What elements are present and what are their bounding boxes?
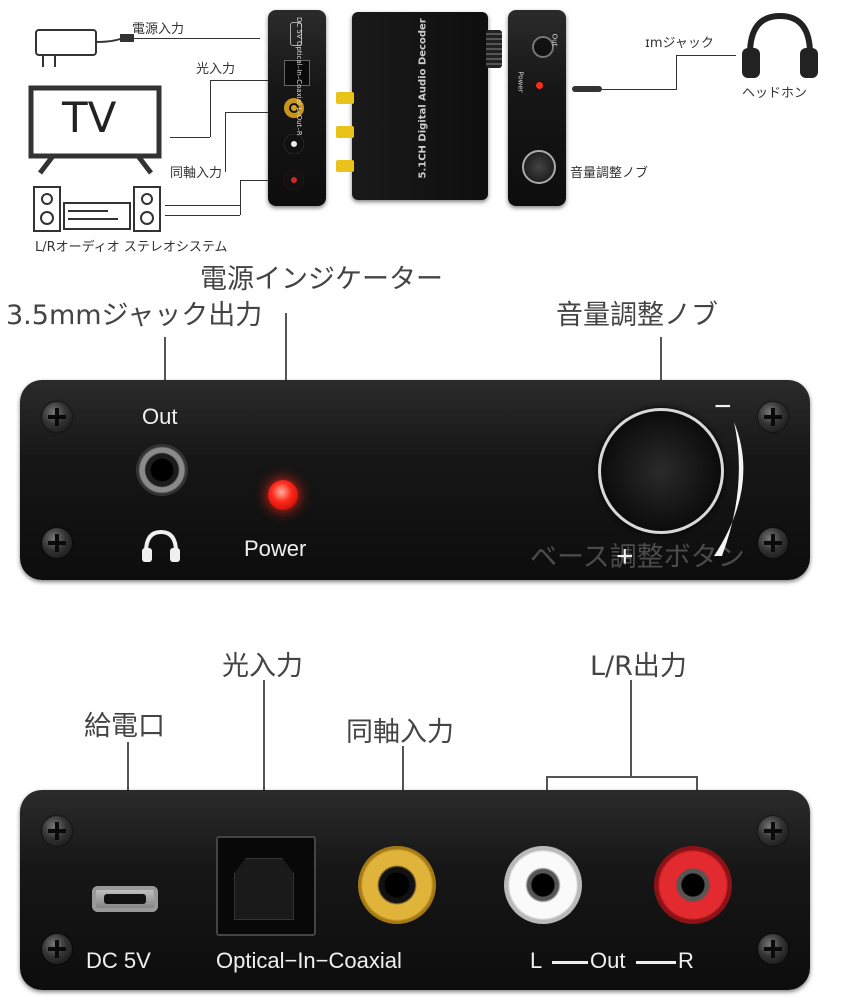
back-panel: DC 5V Optical−In−Coaxial L Out R (20, 790, 810, 990)
indicator-callout: 電源インジケーター (200, 264, 443, 295)
power-input-label: 電源入力 (132, 22, 185, 37)
stereo-system-label: L/Rオーディオ ステレオシステム (35, 240, 228, 255)
stereo-cable-line (165, 205, 240, 206)
headphone-plug (572, 86, 602, 92)
minus-sign: − (714, 390, 732, 423)
dc-power-port-inner (104, 894, 146, 904)
power-led (268, 480, 298, 510)
headphone-jack-label: ɪmジャック (645, 36, 714, 51)
left-out-jack (504, 846, 582, 924)
screw-icon (42, 816, 72, 846)
optical-callout: 光入力 (222, 651, 303, 682)
coax-cable-line (225, 112, 226, 172)
mini-coax-jack (284, 98, 304, 118)
lr-callout: L/R出力 (590, 651, 687, 682)
volume-knob[interactable] (598, 408, 724, 534)
mini-rca-plug-2 (336, 126, 354, 138)
tv-icon (28, 85, 162, 175)
headphone-jack (136, 444, 188, 496)
mini-dc-port (290, 22, 302, 46)
l-label: L (530, 948, 543, 973)
mini-front-out: Out (550, 33, 559, 47)
right-out-jack (654, 846, 732, 924)
power-cable-line (120, 38, 260, 39)
out-label: Out (142, 404, 178, 429)
dc-label: DC 5V (86, 948, 151, 973)
jack-callout: 3.5mmジャック出力 (6, 300, 263, 331)
screw-icon (42, 402, 72, 432)
optical-cable-line (170, 137, 210, 138)
optical-pointer (263, 680, 265, 858)
front-panel: Out Power − + ベース調整ボタン (20, 380, 810, 580)
plus-sign: + (616, 540, 634, 573)
mini-back-panel: DC 5V Optical–In–Coaxial L–Out–R (268, 10, 326, 206)
screw-icon (758, 934, 788, 964)
power-adapter-icon (35, 29, 134, 67)
lr-bracket (546, 776, 698, 778)
optical-port-shutter (234, 858, 294, 920)
optical-input-label: 光入力 (196, 62, 236, 77)
power-port-callout: 給電口 (84, 711, 165, 742)
headphone-cable (602, 89, 677, 90)
stereo-cable-line-4 (240, 180, 270, 181)
coax-cable-line-2 (225, 112, 270, 113)
watermark-text: ベース調整ボタン (530, 542, 745, 573)
coaxial-input-label: 同軸入力 (170, 166, 223, 181)
coaxial-callout: 同軸入力 (346, 717, 454, 748)
coaxial-jack (358, 846, 436, 924)
screw-icon (758, 528, 788, 558)
mini-side-knob (486, 30, 502, 68)
stereo-cable-line-3 (240, 180, 241, 215)
front-panel-section: 電源インジケーター 3.5mmジャック出力 音量調整ノブ Out Power −… (0, 255, 860, 595)
lr-pointer (630, 680, 632, 776)
mini-rca-plug-3 (336, 160, 354, 172)
headphone-cable-3 (676, 55, 736, 56)
mini-device-title: 5.1CH Digital Audio Decoder (417, 18, 429, 179)
mini-left-jack (284, 134, 304, 154)
screw-icon (758, 816, 788, 846)
mini-front-panel: Out Power (508, 10, 566, 206)
r-label: R (678, 948, 694, 973)
mini-device-side: 5.1CH Digital Audio Decoder (352, 12, 488, 200)
stereo-system-icon (33, 186, 161, 232)
stereo-cable-line-2 (165, 215, 240, 216)
mini-led (536, 82, 543, 89)
back-panel-section: 光入力 L/R出力 給電口 同軸入力 DC 5V Optical−In−Coax… (0, 620, 860, 1000)
out-label: Out (590, 948, 626, 973)
screw-icon (758, 402, 788, 432)
knob-callout: 音量調整ノブ (556, 300, 718, 331)
headphone-icon (742, 12, 818, 78)
mini-volume-label: 音量調整ノブ (570, 166, 649, 181)
headphone-cable-2 (676, 55, 677, 90)
connection-diagram: 電源入力 TV 光入力 同軸入力 L/Rオーディオ ステレオシステム DC 5V… (0, 0, 860, 255)
mini-rca-plug-1 (336, 92, 354, 104)
mini-front-power: Power (516, 71, 525, 93)
optical-cable-line-3 (210, 80, 270, 81)
optical-cable-line-2 (210, 80, 211, 137)
tv-text: TV (62, 93, 117, 142)
l-out-line (552, 961, 588, 964)
mini-optical-port (284, 60, 310, 86)
mini-right-jack (284, 170, 304, 190)
mini-headphone-jack (532, 36, 554, 58)
out-r-line (636, 961, 676, 964)
headphone-icon (142, 529, 180, 562)
power-label: Power (244, 536, 307, 561)
headphone-label: ヘッドホン (742, 86, 808, 101)
mini-knob (522, 150, 556, 184)
mini-back-text: DC 5V Optical–In–Coaxial L–Out–R (295, 17, 303, 136)
screw-icon (42, 934, 72, 964)
optical-coaxial-label: Optical−In−Coaxial (216, 948, 402, 973)
screw-icon (42, 528, 72, 558)
